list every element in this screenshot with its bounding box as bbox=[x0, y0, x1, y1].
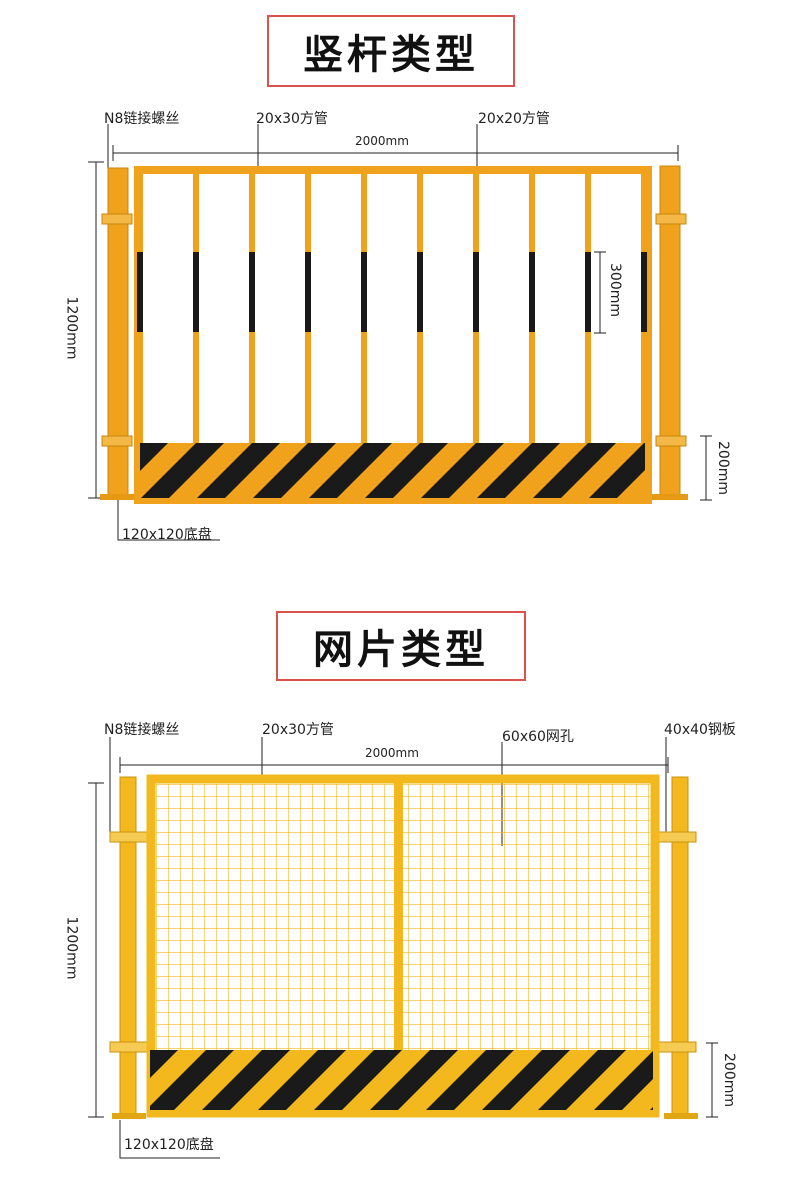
kick-plate-mesh bbox=[150, 1050, 790, 1110]
hazard-stripe bbox=[314, 1050, 402, 1110]
label-frame-tube-mesh: 20x30方管 bbox=[262, 722, 334, 738]
hazard-stripe bbox=[370, 1050, 458, 1110]
dimension-lines-mesh bbox=[88, 737, 718, 1159]
hazard-stripe bbox=[258, 1050, 346, 1110]
vertical-bars bbox=[137, 172, 647, 444]
label-width-mesh: 2000mm bbox=[365, 746, 419, 760]
hazard-stripe bbox=[197, 443, 280, 498]
label-frame-tube: 20x30方管 bbox=[256, 111, 328, 127]
vertical-bar-fence-diagram bbox=[88, 124, 712, 541]
hazard-stripe bbox=[426, 1050, 514, 1110]
hazard-stripe bbox=[365, 443, 448, 498]
posts-mesh bbox=[109, 776, 698, 1119]
vertical-bar bbox=[641, 172, 647, 444]
hazard-stripe bbox=[150, 1050, 234, 1110]
label-bolt-mesh: N8链接螺丝 bbox=[104, 722, 180, 738]
hazard-stripe bbox=[477, 443, 560, 498]
hazard-stripe bbox=[150, 1050, 178, 1078]
vertical-bar bbox=[305, 172, 311, 444]
vertical-bar bbox=[529, 172, 535, 444]
posts bbox=[100, 165, 688, 500]
vertical-bar bbox=[193, 172, 199, 444]
vertical-bar bbox=[417, 172, 423, 444]
vertical-bar bbox=[137, 172, 143, 444]
hazard-stripe bbox=[706, 1050, 790, 1110]
hazard-stripe bbox=[253, 443, 336, 498]
vertical-bar bbox=[361, 172, 367, 444]
hazard-stripe bbox=[482, 1050, 570, 1110]
label-base: 120x120底盘 bbox=[122, 527, 212, 543]
kick-plate bbox=[140, 443, 645, 498]
label-height-mesh: 1200mm bbox=[63, 916, 80, 980]
hazard-stripe bbox=[650, 1107, 653, 1110]
hazard-stripe bbox=[202, 1050, 290, 1110]
hazard-stripe bbox=[140, 443, 168, 471]
vertical-bar bbox=[249, 172, 255, 444]
hazard-stripe bbox=[421, 443, 504, 498]
label-bar-tube: 20x20方管 bbox=[478, 111, 550, 127]
hazard-stripe bbox=[141, 443, 224, 498]
hazard-stripe bbox=[594, 1051, 653, 1110]
label-steel-plate: 40x40钢板 bbox=[664, 722, 736, 738]
label-mesh-hole: 60x60网孔 bbox=[502, 729, 574, 745]
hazard-stripe bbox=[589, 443, 645, 498]
vertical-bar bbox=[473, 172, 479, 444]
label-bolt: N8链接螺丝 bbox=[104, 111, 180, 127]
label-width: 2000mm bbox=[355, 134, 409, 148]
panel-frame-mesh bbox=[146, 774, 660, 1118]
section-title-mesh: 网片类型 bbox=[276, 611, 526, 681]
hazard-stripe bbox=[309, 443, 392, 498]
section-title-vertical: 竖杆类型 bbox=[267, 15, 515, 87]
label-kick-plate-mesh: 200mm bbox=[721, 1053, 737, 1107]
hazard-stripe bbox=[533, 443, 616, 498]
vertical-bar bbox=[585, 172, 591, 444]
label-base-mesh: 120x120底盘 bbox=[124, 1137, 214, 1153]
hazard-stripe bbox=[538, 1050, 626, 1110]
